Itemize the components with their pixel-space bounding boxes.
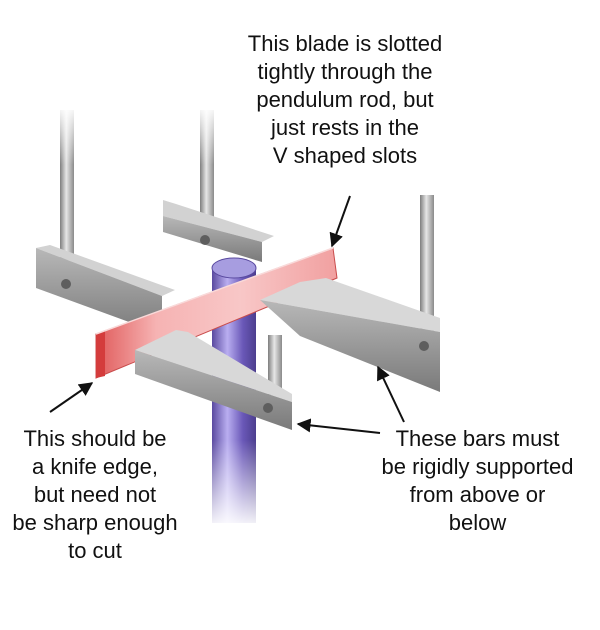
arrow-to-right-bar	[377, 365, 405, 423]
post-front-right	[420, 195, 434, 335]
note-line: This blade is slotted	[247, 31, 443, 56]
annotation-arrows	[49, 195, 405, 434]
note-line: be rigidly supported	[381, 454, 574, 479]
note-line: just rests in the	[271, 115, 419, 140]
support-bar-right	[260, 278, 440, 392]
arrow-to-front-bar	[296, 418, 381, 434]
support-bar-front	[135, 330, 292, 430]
note-line: be sharp enough	[12, 510, 178, 535]
arrow-to-blade-end	[329, 195, 351, 248]
note-line: This should be	[23, 426, 167, 451]
note-line: V shaped slots	[272, 143, 418, 168]
post-lower-left	[268, 335, 282, 395]
note-line: below	[448, 510, 507, 535]
note-line: but need not	[33, 482, 157, 507]
note-line: These bars must	[395, 426, 560, 451]
support-bar-left	[36, 245, 175, 334]
note-line: pendulum rod, but	[256, 87, 434, 112]
note-line: from above or	[409, 482, 546, 507]
support-posts	[55, 105, 445, 395]
arrow-to-knife-edge	[49, 382, 94, 413]
support-bars-note: These bars must be rigidly supported fro…	[365, 425, 590, 537]
blade-slot-note: This blade is slotted tightly through th…	[205, 30, 485, 170]
note-line: to cut	[68, 538, 122, 563]
bar-hole-front	[263, 403, 273, 413]
note-line: a knife edge,	[32, 454, 158, 479]
bar-hole-right	[419, 341, 429, 351]
bar-hole-back	[200, 235, 210, 245]
support-bar-back	[163, 200, 274, 262]
bar-hole-left	[61, 279, 71, 289]
knife-edge-note: This should be a knife edge, but need no…	[0, 425, 190, 565]
note-line: tightly through the	[257, 59, 433, 84]
